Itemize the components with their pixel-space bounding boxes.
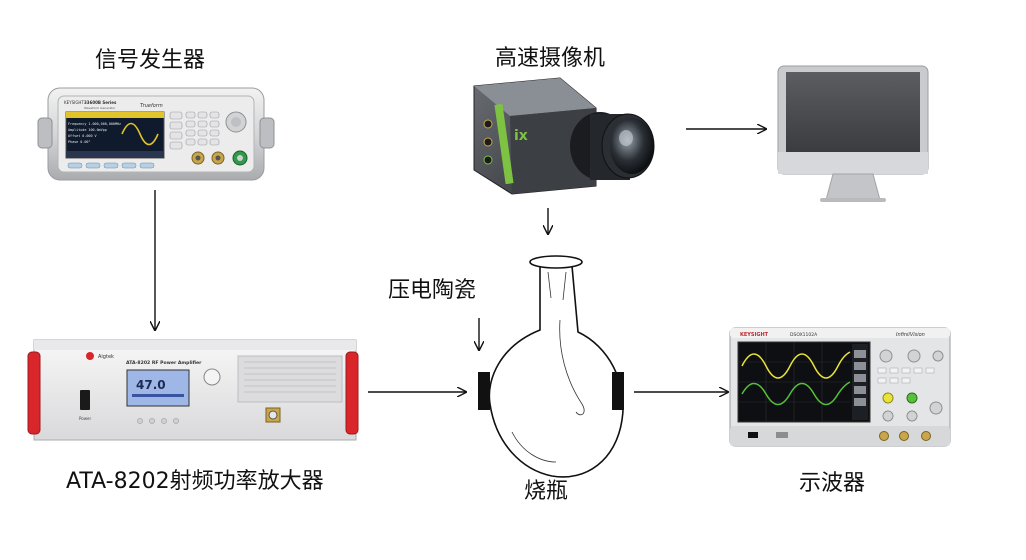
- monitor-device: [777, 65, 929, 202]
- monitor-screen: [786, 72, 920, 152]
- amp-right-handle: [345, 351, 359, 435]
- amp-brand-text: Aigtek: [98, 354, 114, 360]
- osc-ch1-trace: [741, 351, 851, 379]
- amp-lcd-display: [126, 369, 190, 407]
- sg-brand-text: KEYSIGHT: [64, 100, 84, 105]
- amp-power-switch: [80, 390, 90, 410]
- osc-series-text: InfiniiVision: [896, 332, 925, 338]
- sg-lcd-phase: Phase 0.00°: [68, 140, 90, 144]
- amp-control-knob: [203, 368, 221, 386]
- amp-vent-grille: [237, 355, 343, 403]
- osc-ch2-trace: [741, 381, 851, 406]
- flask-device: [478, 255, 624, 478]
- sg-lcd-amplitude: Amplitude 100.0mVpp: [68, 128, 107, 132]
- amp-display-value: 47.0: [136, 378, 166, 392]
- flask-mouth: [529, 255, 583, 269]
- amp-power-text: Power: [79, 416, 91, 421]
- amp-left-handle: [27, 351, 41, 435]
- sg-lcd-frequency: Frequency 1.000,000,000MHz: [68, 122, 121, 126]
- osc-brand-text: KEYSIGHT: [740, 332, 769, 338]
- connection-arrows: [155, 129, 766, 392]
- sg-bnc-connectors: [191, 150, 248, 166]
- label-oscilloscope: 示波器: [799, 471, 866, 496]
- label-high-speed-camera: 高速摄像机: [495, 46, 606, 71]
- amp-title-text: ATA-8202 RF Power Amplifier: [126, 360, 202, 366]
- label-signal-generator: 信号发生器: [95, 48, 206, 73]
- flask-outline: [488, 265, 624, 478]
- label-amplifier: ATA-8202射频功率放大器: [66, 469, 324, 494]
- oscilloscope-device: KEYSIGHT DSOX1102A InfiniiVision: [729, 327, 951, 447]
- osc-model-text: DSOX1102A: [790, 332, 818, 338]
- piezo-ceramic-right: [612, 372, 624, 410]
- sg-trueform-text: Trueform: [140, 103, 163, 109]
- amplifier-device: Aigtek ATA-8202 RF Power Amplifier 47.0 …: [27, 339, 359, 441]
- sg-lcd-offset: Offset 0.000 V: [68, 134, 97, 138]
- sg-model-sub-text: Waveform Generator: [84, 106, 116, 110]
- amp-output-connector: [265, 407, 281, 423]
- piezo-ceramic-left: [478, 372, 490, 410]
- signal-generator-device: KEYSIGHT 33600B Series Waveform Generato…: [37, 87, 275, 181]
- label-flask: 烧瓶: [524, 479, 569, 504]
- camera-logo-text: ix: [514, 128, 528, 144]
- sg-lcd-sine-wave: [121, 122, 159, 146]
- label-piezo-ceramic: 压电陶瓷: [388, 278, 477, 303]
- sg-soft-keys: [67, 162, 155, 169]
- sg-function-buttons: [169, 111, 220, 150]
- sg-model-text: 33600B Series: [84, 100, 117, 105]
- camera-lens: [570, 112, 655, 180]
- high-speed-camera-device: ix: [473, 77, 655, 195]
- osc-control-panel: [877, 349, 944, 422]
